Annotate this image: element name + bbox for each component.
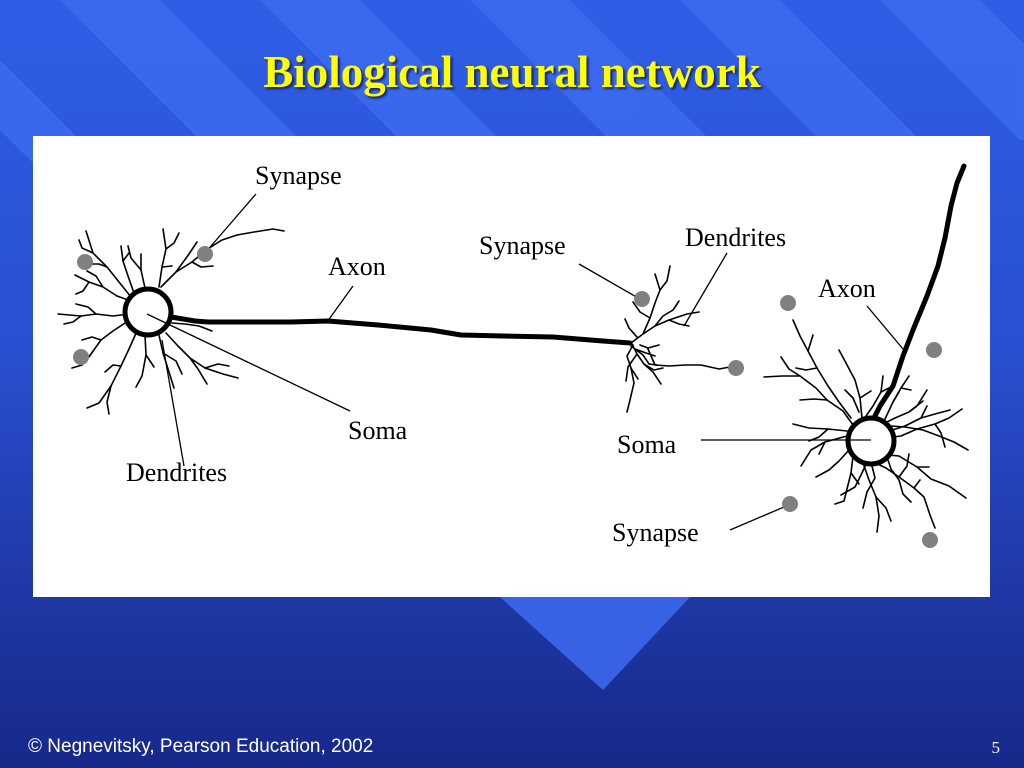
label-synapse-bottom: Synapse bbox=[612, 518, 699, 547]
synapse-dot bbox=[197, 246, 213, 262]
label-dendrites-left: Dendrites bbox=[126, 458, 227, 487]
label-axon-left: Axon bbox=[328, 252, 386, 281]
right-axon bbox=[868, 163, 967, 427]
synapse-dot bbox=[77, 254, 93, 270]
label-dendrites-mid: Dendrites bbox=[685, 223, 786, 252]
diagram-panel: Synapse Axon Soma Dendrites Synapse Dend… bbox=[33, 136, 990, 597]
synapse-dot bbox=[922, 532, 938, 548]
synapse-dots bbox=[73, 246, 942, 548]
synapse-dot bbox=[780, 295, 796, 311]
right-dendrites bbox=[763, 319, 969, 533]
synapse-dot bbox=[73, 349, 89, 365]
synapse-dot bbox=[728, 360, 744, 376]
left-axon bbox=[168, 314, 633, 346]
synapse-dot bbox=[782, 496, 798, 512]
label-pointers bbox=[146, 193, 904, 531]
synapse-dot bbox=[634, 291, 650, 307]
label-soma-left: Soma bbox=[348, 416, 408, 445]
label-synapse-top: Synapse bbox=[255, 161, 342, 190]
left-dendrites bbox=[57, 228, 285, 415]
label-soma-right: Soma bbox=[617, 430, 677, 459]
left-soma bbox=[122, 286, 174, 338]
middle-dendrites bbox=[624, 265, 731, 413]
page-number: 5 bbox=[991, 738, 1001, 757]
footer-copyright: © Negnevitsky, Pearson Education, 2002 bbox=[28, 736, 374, 757]
neuron-diagram: Synapse Axon Soma Dendrites Synapse Dend… bbox=[57, 161, 969, 548]
right-soma bbox=[845, 415, 897, 467]
slide-title: Biological neural network bbox=[263, 47, 761, 97]
label-axon-right: Axon bbox=[818, 274, 876, 303]
label-synapse-mid: Synapse bbox=[479, 231, 566, 260]
synapse-dot bbox=[926, 342, 942, 358]
